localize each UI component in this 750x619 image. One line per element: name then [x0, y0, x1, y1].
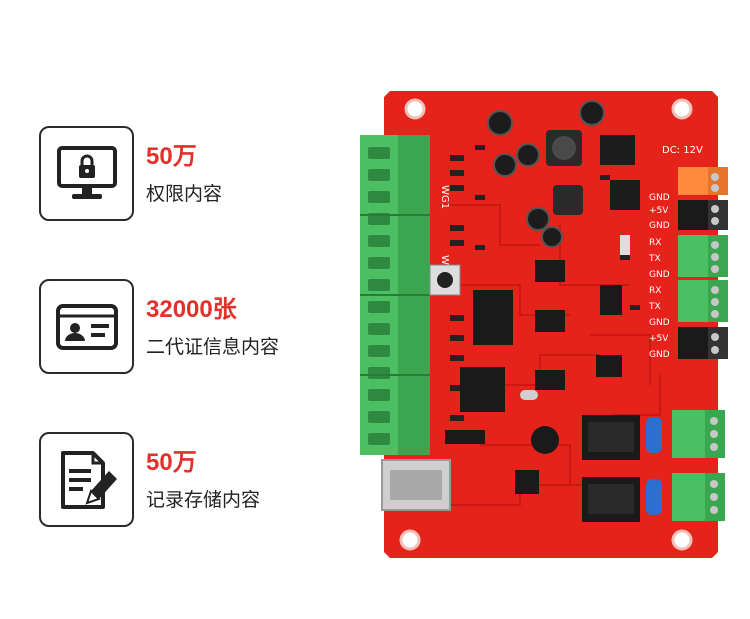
- mounting-hole: [671, 529, 693, 551]
- feature-records: 50万 记录存储内容: [39, 432, 260, 527]
- pin-labels: GND +5V GND RX TX GND RX TX GND +5V GND: [648, 193, 670, 360]
- pin-label: GND: [649, 350, 670, 360]
- crystal: [520, 390, 538, 400]
- pcb-traces: [420, 204, 661, 506]
- pin-label: GND: [649, 318, 670, 328]
- pin-label: +5V: [649, 206, 669, 216]
- reset-button-cap: [437, 272, 453, 288]
- buzzer: [531, 426, 559, 454]
- voltage-regulator: [600, 135, 635, 165]
- icon-box-permissions: [39, 126, 134, 221]
- pin-label: TX: [648, 302, 661, 312]
- mcu-chip: [460, 367, 505, 412]
- ic-chip: [515, 470, 539, 494]
- pin-label: GND: [649, 270, 670, 280]
- voltage-regulator: [610, 180, 640, 210]
- pin-label: GND: [649, 221, 670, 231]
- relay-terminal-blocks: [672, 410, 725, 521]
- wg1-label: WG1: [439, 185, 450, 209]
- icon-box-records: [39, 432, 134, 527]
- feature-id-cards-value: 32000张: [146, 295, 237, 323]
- pin-label: TX: [648, 254, 661, 264]
- pin-label: GND: [649, 193, 670, 203]
- feature-permissions-value: 50万: [146, 142, 197, 170]
- inductor: [553, 185, 583, 215]
- left-terminal-blocks: [360, 135, 430, 455]
- feature-id-cards-label: 二代证信息内容: [146, 335, 280, 358]
- feature-records-label: 记录存储内容: [146, 488, 261, 511]
- pin-label: +5V: [649, 334, 669, 344]
- inductor-core: [552, 136, 576, 160]
- document-pen-icon: [60, 450, 117, 509]
- ic-chip: [535, 260, 565, 282]
- mounting-hole: [671, 98, 693, 120]
- pin-header: [445, 430, 485, 444]
- feature-permissions-label: 权限内容: [146, 182, 223, 205]
- feature-records-text: 50万 记录存储内容: [146, 448, 260, 512]
- pin-label: RX: [649, 286, 661, 296]
- right-terminal-blocks: [678, 167, 728, 359]
- smd-components: [450, 145, 640, 421]
- main-chip: [473, 290, 513, 345]
- ethernet-port-slot: [390, 470, 442, 500]
- relays: [582, 415, 662, 522]
- ic-chip: [535, 370, 565, 390]
- pin-label: RX: [649, 238, 661, 248]
- monitor-lock-icon: [56, 145, 117, 199]
- mounting-hole: [404, 98, 426, 120]
- power-label: DC: 12V: [662, 145, 703, 156]
- feature-records-value: 50万: [146, 448, 197, 476]
- ic-chip: [600, 285, 622, 315]
- ic-chip: [596, 355, 622, 377]
- id-card-icon: [55, 303, 118, 350]
- mounting-hole: [399, 529, 421, 551]
- controller-board-image: WG1 WG2: [360, 91, 728, 558]
- icon-box-id-cards: [39, 279, 134, 374]
- feature-id-cards-text: 32000张 二代证信息内容: [146, 295, 279, 359]
- feature-permissions-text: 50万 权限内容: [146, 142, 222, 206]
- feature-permissions: 50万 权限内容: [39, 126, 222, 221]
- feature-id-cards: 32000张 二代证信息内容: [39, 279, 279, 374]
- capacitors: [487, 100, 605, 248]
- ic-chip: [535, 310, 565, 332]
- dip-switch: [620, 235, 630, 255]
